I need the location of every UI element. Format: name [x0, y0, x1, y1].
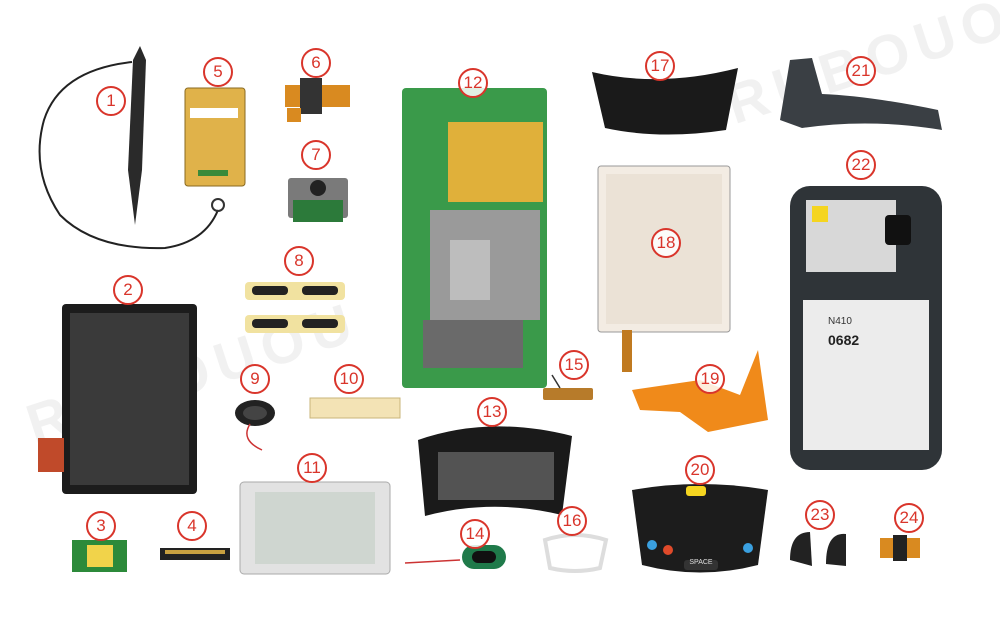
part-number-badge: 9 [240, 364, 270, 394]
small-flex-board [72, 540, 127, 572]
part-number-badge: 3 [86, 511, 116, 541]
connector-strip [160, 548, 230, 560]
part-number-badge: 15 [559, 350, 589, 380]
speaker [235, 400, 275, 451]
part-number-badge: 11 [297, 453, 327, 483]
rubber-caps [790, 532, 846, 566]
antenna [543, 374, 593, 400]
part-number-badge: 10 [334, 364, 364, 394]
mainboard [402, 88, 547, 388]
part-number-badge: 22 [846, 150, 876, 180]
part-number-badge: 24 [894, 503, 924, 533]
part-number-badge: 23 [805, 500, 835, 530]
vibrator-motor [404, 545, 506, 569]
part-number-badge: 5 [203, 57, 233, 87]
housing-cert-label: 0682 [828, 332, 860, 348]
side-buttons [245, 282, 345, 333]
part-number-badge: 1 [96, 86, 126, 116]
keypad-membrane [239, 481, 391, 575]
space-key-label: SPACE [689, 559, 713, 566]
stylus [38, 46, 225, 250]
keypad-bezel-upper [592, 68, 738, 135]
part-number-badge: 19 [695, 364, 725, 394]
housing-model-label: N410 [828, 316, 852, 327]
ribbon-cable [309, 397, 401, 419]
camera-flex [285, 78, 350, 122]
touch-digitizer [597, 165, 731, 372]
top-cap [780, 58, 942, 130]
keypad [632, 484, 768, 573]
part-number-badge: 12 [458, 68, 488, 98]
part-number-badge: 14 [460, 519, 490, 549]
small-camera [880, 535, 920, 561]
part-number-badge: 13 [477, 397, 507, 427]
part-number-badge: 17 [645, 51, 675, 81]
lens-ring [542, 533, 609, 573]
part-number-badge: 16 [557, 506, 587, 536]
camera-module [288, 178, 348, 222]
wifi-module [184, 87, 246, 187]
keypad-bezel-lower [418, 426, 572, 516]
lcd-display [38, 304, 197, 494]
part-number-badge: 2 [113, 275, 143, 305]
part-number-badge: 20 [685, 455, 715, 485]
part-number-badge: 21 [846, 56, 876, 86]
part-number-badge: 7 [301, 140, 331, 170]
part-number-badge: 6 [301, 48, 331, 78]
back-housing [790, 186, 942, 470]
part-number-badge: 18 [651, 228, 681, 258]
part-number-badge: 4 [177, 511, 207, 541]
part-number-badge: 8 [284, 246, 314, 276]
